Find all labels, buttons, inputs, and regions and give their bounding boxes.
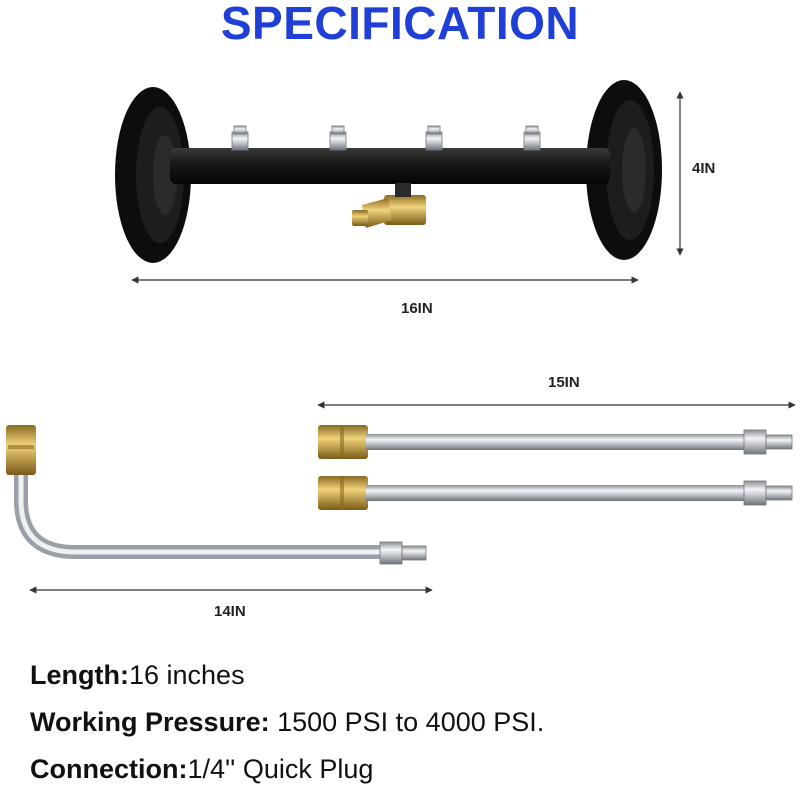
bar-length-label: 16IN	[401, 300, 433, 317]
spec-length: Length:16 inches	[30, 660, 245, 691]
spec-connection-value: 1/4'' Quick Plug	[187, 754, 374, 784]
spec-connection-label: Connection:	[30, 754, 188, 784]
washer-bar	[115, 80, 662, 263]
spec-length-label: Length:	[30, 660, 129, 690]
straight-wand-1	[318, 425, 793, 459]
brass-inlet	[352, 183, 426, 228]
spec-connection: Connection:1/4'' Quick Plug	[30, 754, 373, 785]
height-label: 4IN	[692, 160, 716, 177]
spec-length-value: 16 inches	[128, 660, 245, 690]
bent-wand-length-label: 14IN	[214, 603, 246, 620]
straight-wand-length-label: 15IN	[548, 374, 580, 391]
spec-pressure-value: 1500 PSI to 4000 PSI.	[269, 707, 545, 737]
spec-pressure-label: Working Pressure:	[30, 707, 270, 737]
spray-tube	[170, 148, 610, 184]
bent-wand	[6, 425, 427, 565]
page-title: SPECIFICATION	[220, 0, 580, 49]
straight-wand-2	[318, 476, 793, 510]
spec-working-pressure: Working Pressure: 1500 PSI to 4000 PSI.	[30, 707, 544, 738]
nozzles	[231, 125, 541, 151]
